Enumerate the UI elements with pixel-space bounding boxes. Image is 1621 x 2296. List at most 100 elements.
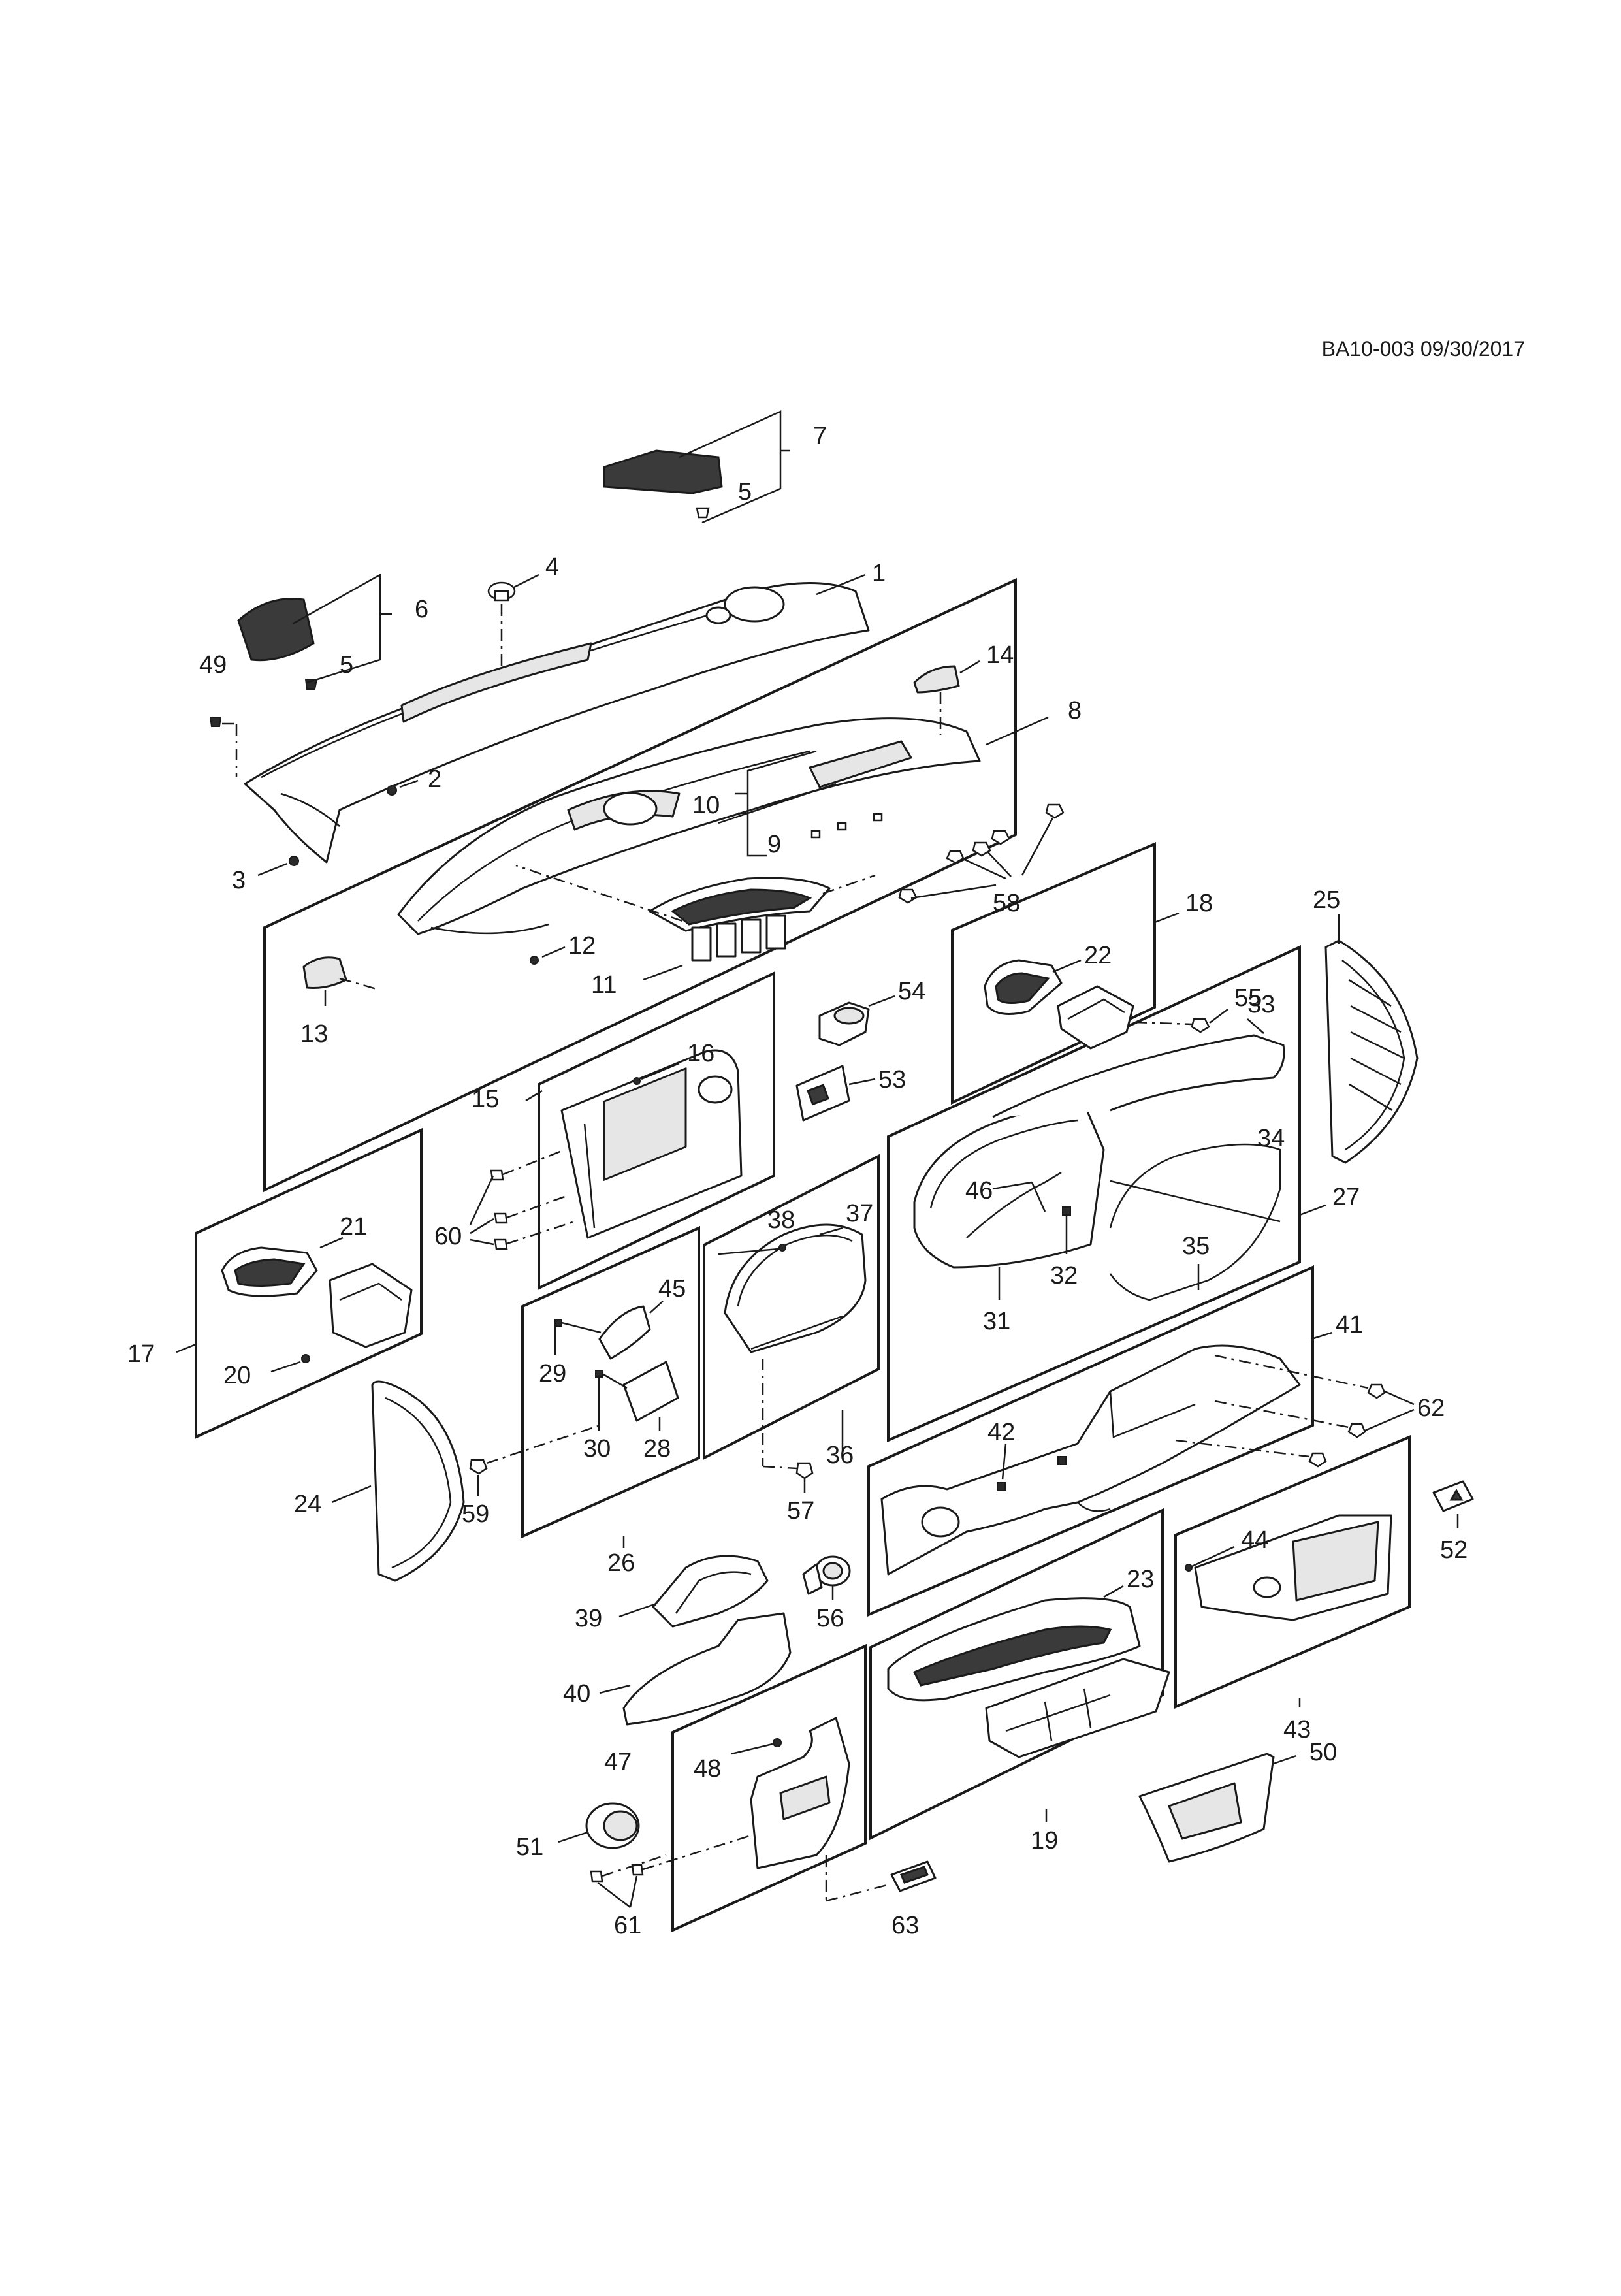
callout-19: 19 (1031, 1827, 1058, 1854)
callout-46: 46 (965, 1177, 993, 1205)
part-6-cover (237, 598, 318, 690)
callout-18: 18 (1185, 890, 1213, 917)
part-12-fastener (530, 956, 539, 965)
callout-25: 25 (1313, 886, 1340, 914)
part-42-clip-b (997, 1482, 1006, 1491)
part-53-switch (795, 1065, 850, 1122)
callout-3: 3 (232, 867, 246, 894)
part-49-screw (209, 717, 222, 727)
callout-59: 59 (462, 1500, 489, 1528)
callout-42: 42 (987, 1419, 1015, 1446)
part-61-screw (590, 1870, 603, 1883)
callout-57: 57 (787, 1497, 814, 1525)
part-51-headlamp-switch (585, 1802, 640, 1849)
callout-22: 22 (1084, 942, 1112, 969)
group-box-41 (867, 1265, 1314, 1617)
callout-43: 43 (1283, 1716, 1311, 1743)
callout-7: 7 (813, 423, 827, 450)
callout-4: 4 (545, 553, 559, 581)
callout-54: 54 (898, 978, 925, 1005)
group-box-26 (521, 1225, 700, 1539)
part-13-side-grille (302, 956, 347, 989)
callout-53: 53 (878, 1066, 906, 1093)
callout-30: 30 (583, 1435, 611, 1463)
callout-34: 34 (1257, 1125, 1285, 1152)
callout-60: 60 (434, 1223, 462, 1250)
callout-50: 50 (1309, 1739, 1337, 1766)
callout-23: 23 (1127, 1566, 1154, 1593)
callout-40: 40 (563, 1680, 590, 1707)
part-23-center-vent (887, 1597, 1170, 1758)
callout-58: 58 (993, 890, 1020, 917)
group-box-47 (671, 1643, 867, 1933)
part-57-fastener (795, 1462, 814, 1479)
group-box-17 (195, 1127, 423, 1440)
part-52-switch (1432, 1480, 1474, 1512)
callout-47: 47 (604, 1749, 632, 1776)
callout-5b: 5 (340, 651, 353, 679)
callout-63: 63 (891, 1912, 919, 1939)
part-11-center-vent (649, 877, 831, 962)
callout-27: 27 (1332, 1184, 1360, 1211)
callout-12: 12 (568, 932, 596, 960)
part-3-fastener (289, 856, 299, 866)
part-29-clip (554, 1319, 562, 1327)
group-box-18 (951, 841, 1156, 1105)
part-24-side-cover (371, 1380, 465, 1582)
part-21-left-vent (221, 1246, 413, 1348)
part-25-side-bracket (1324, 939, 1419, 1164)
callout-55: 55 (1234, 984, 1262, 1012)
callout-39: 39 (575, 1605, 602, 1632)
callout-38: 38 (767, 1206, 795, 1234)
part-42-clip (1057, 1456, 1067, 1465)
callout-37: 37 (846, 1200, 873, 1227)
part-45-trim (598, 1305, 651, 1360)
callout-5a: 5 (738, 478, 752, 506)
group-box-19 (869, 1508, 1164, 1841)
part-50-bezel (1138, 1753, 1275, 1863)
callout-52: 52 (1440, 1536, 1468, 1564)
part-1-upper-trim (244, 582, 870, 864)
part-59-fastener (469, 1459, 488, 1475)
group-box-15 (538, 971, 775, 1291)
part-38-screw (778, 1244, 786, 1252)
callout-17: 17 (127, 1340, 155, 1368)
part-55-fastener (1191, 1018, 1210, 1033)
callout-26: 26 (607, 1549, 635, 1577)
callout-49: 49 (199, 651, 227, 679)
part-28-trim (622, 1361, 679, 1422)
callout-35: 35 (1182, 1233, 1210, 1260)
callout-36: 36 (826, 1442, 854, 1469)
part-35-seal (1109, 1143, 1281, 1301)
part-8-instrument-panel (397, 717, 981, 935)
callout-32: 32 (1050, 1262, 1078, 1289)
callout-11: 11 (591, 971, 617, 999)
part-46-harness (966, 1171, 1062, 1238)
callout-8: 8 (1068, 697, 1082, 724)
part-32-clip (1062, 1206, 1071, 1216)
part-14-speaker-grille (913, 665, 960, 694)
callout-2: 2 (428, 766, 441, 793)
part-15-display (560, 1049, 743, 1239)
callout-9: 9 (767, 831, 781, 858)
part-41-lower-panel (880, 1344, 1301, 1576)
group-box-43 (1174, 1434, 1411, 1709)
part-30-clip (595, 1370, 603, 1378)
callout-33: 33 (1247, 991, 1275, 1018)
callout-31: 31 (983, 1308, 1010, 1335)
part-48-lower-trim (750, 1717, 850, 1869)
callout-41: 41 (1336, 1311, 1363, 1338)
callout-61: 61 (614, 1912, 641, 1939)
part-40-knee-bolster (622, 1612, 792, 1726)
callout-29: 29 (539, 1360, 566, 1387)
callout-44: 44 (1241, 1527, 1268, 1554)
part-16-screw (633, 1077, 641, 1085)
callout-16: 16 (687, 1040, 714, 1067)
part-62-fasteners (1308, 1383, 1386, 1468)
part-22-right-vent (984, 959, 1134, 1050)
callout-24: 24 (294, 1491, 321, 1518)
callout-21: 21 (340, 1213, 367, 1240)
part-56-ignition-switch (802, 1555, 851, 1595)
callout-15: 15 (472, 1086, 499, 1113)
group-box-8 (263, 577, 1017, 1193)
